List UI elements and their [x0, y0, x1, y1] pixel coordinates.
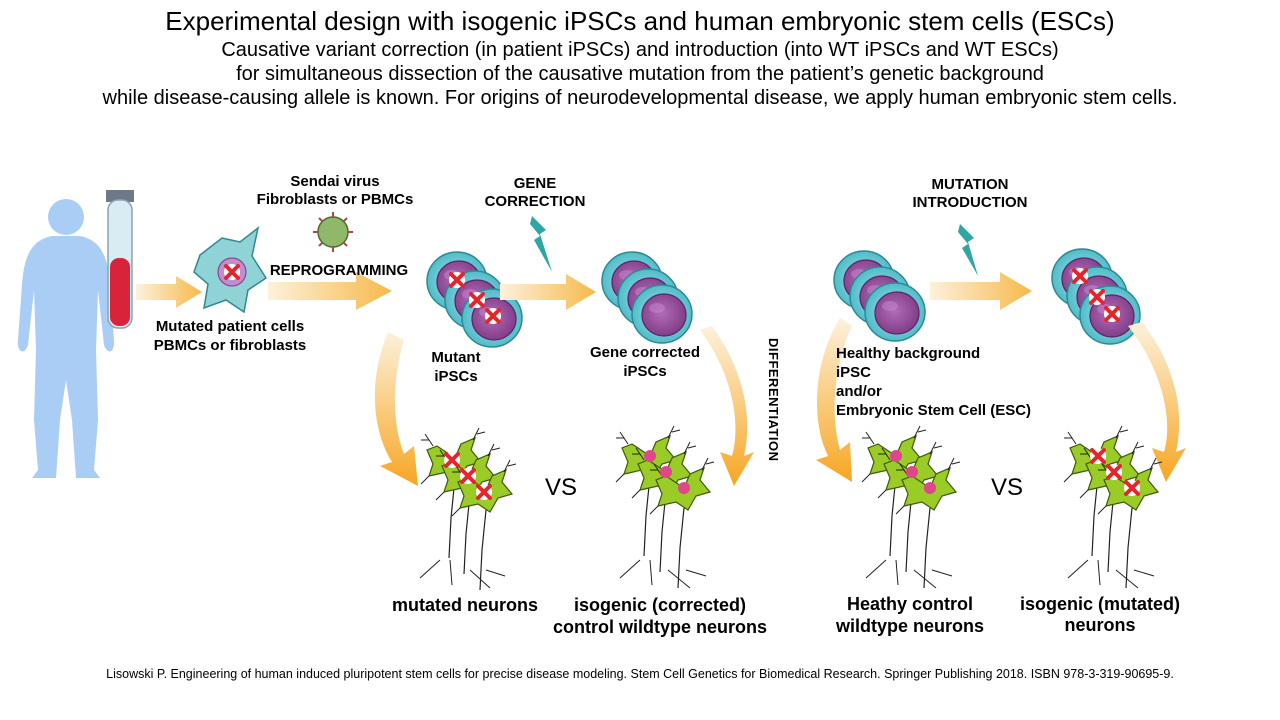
gene-correction-bolt-icon: [530, 216, 552, 272]
healthy-label-2: iPSC: [836, 364, 872, 381]
differentiation-arrow-4: [1128, 322, 1186, 482]
healthy-label-3: and/or: [836, 383, 882, 400]
patient-cell-icon: [193, 226, 268, 314]
mutation-introduction-bolt-icon: [958, 224, 978, 276]
sendai-virus-icon: [313, 212, 353, 252]
differentiation-arrow-2: [700, 326, 754, 486]
gene-correction-label-2: CORRECTION: [484, 193, 586, 210]
corrected-ipsc-label-2: iPSCs: [623, 363, 667, 380]
human-body-icon: [17, 199, 115, 478]
mutated-neurons-label: mutated neurons: [391, 595, 538, 615]
iso-mutated-label-1: isogenic (mutated): [1019, 594, 1180, 614]
arrow-tube-to-cell: [136, 276, 202, 308]
mutant-ipsc-label-2: iPSCs: [434, 368, 478, 385]
page-title: Experimental design with isogenic iPSCs …: [165, 6, 1115, 36]
differentiation-arrow-1: [374, 332, 418, 486]
correction-arrow: [500, 274, 596, 310]
corrected-ipsc-cluster: [601, 251, 693, 344]
patient-cells-label-1: Mutated patient cells: [155, 318, 305, 335]
blood-tube-icon: [106, 190, 134, 329]
fibroblast-pbmc-label: Fibroblasts or PBMCs: [256, 191, 414, 208]
healthy-neurons-icon: [861, 425, 961, 589]
mutation-intro-label-2: INTRODUCTION: [912, 194, 1028, 211]
mutant-ipsc-label-1: Mutant: [431, 349, 481, 366]
reprogramming-arrow: [268, 272, 392, 310]
subtitle-line-1: Causative variant correction (in patient…: [221, 39, 1059, 61]
mutation-intro-label-1: MUTATION: [931, 176, 1009, 193]
differentiation-arrow-3: [816, 318, 852, 482]
subtitle-line-3: while disease-causing allele is known. F…: [102, 87, 1178, 109]
iso-corrected-label-2: control wildtype neurons: [552, 617, 767, 637]
corrected-ipsc-label-1: Gene corrected: [589, 344, 701, 361]
iso-mutated-label-2: neurons: [1064, 615, 1136, 635]
mutation-arrow: [930, 272, 1032, 310]
healthy-label-1: Healthy background: [836, 345, 981, 362]
vs-label-1: VS: [545, 474, 578, 501]
subtitle-line-2: for simultaneous dissection of the causa…: [236, 63, 1044, 85]
citation: Lisowski P. Engineering of human induced…: [106, 667, 1174, 681]
gene-correction-label-1: GENE: [513, 175, 557, 192]
reprogramming-label: REPROGRAMMING: [269, 262, 409, 279]
mutated-neurons-icon: [419, 427, 517, 591]
mutated-ipsc-cluster: [1051, 248, 1141, 345]
vs-label-2: VS: [991, 474, 1024, 501]
corrected-neurons-icon: [615, 425, 715, 589]
iso-mutated-neurons-icon: [1063, 425, 1163, 589]
healthy-control-label-1: Heathy control: [846, 594, 974, 614]
differentiation-label: DIFFERENTIATION: [766, 338, 781, 462]
healthy-label-4: Embryonic Stem Cell (ESC): [836, 402, 1032, 419]
iso-corrected-label-1: isogenic (corrected): [573, 595, 747, 615]
patient-cells-label-2: PBMCs or fibroblasts: [153, 337, 307, 354]
healthy-control-label-2: wildtype neurons: [835, 616, 985, 636]
sendai-label: Sendai virus: [290, 173, 380, 190]
